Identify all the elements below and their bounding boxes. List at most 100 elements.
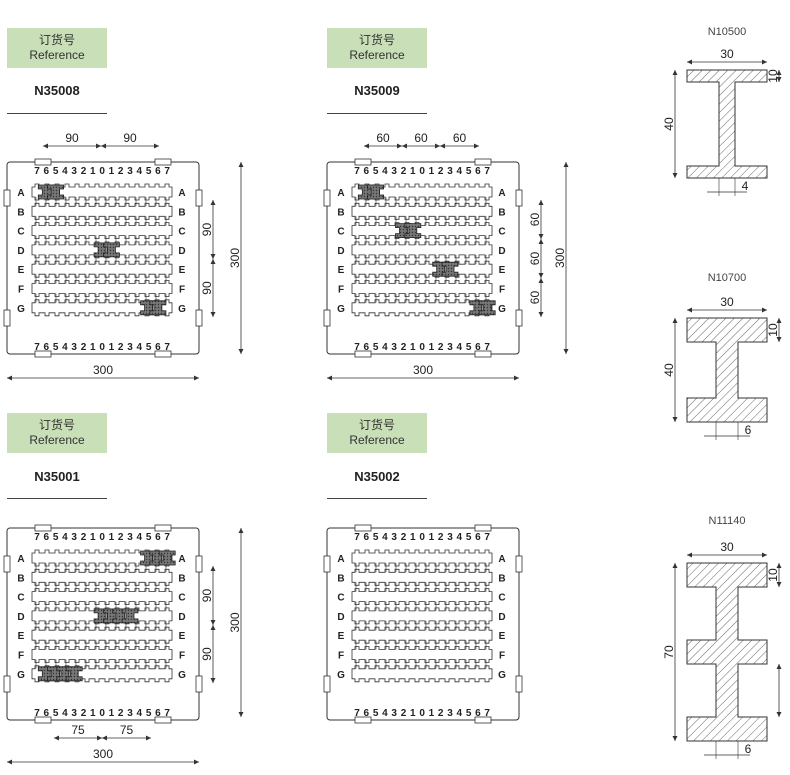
dimension-label: 4 (742, 179, 749, 193)
column-label: 4 (137, 342, 143, 353)
section-profile (686, 562, 768, 742)
row-label: D (498, 612, 505, 623)
arrow-head (687, 59, 692, 65)
column-label: 7 (164, 166, 170, 177)
column-label: 6 (44, 342, 50, 353)
column-label: 3 (127, 342, 133, 353)
column-label: 7 (484, 708, 490, 719)
column-label: 3 (391, 708, 397, 719)
row-label: E (338, 631, 345, 642)
column-label: 7 (34, 532, 40, 543)
dimension-label: 90 (200, 589, 214, 603)
column-label: 1 (429, 342, 435, 353)
arrow-head (97, 735, 102, 741)
column-label: 6 (364, 342, 370, 353)
arrow-head (776, 318, 782, 323)
arrow-head (687, 552, 692, 558)
arrow-head (54, 735, 59, 741)
clamp-tab (515, 309, 523, 327)
row-label: D (498, 246, 505, 257)
slot-channel (31, 626, 173, 644)
column-label: 4 (62, 166, 68, 177)
column-label: 4 (382, 166, 388, 177)
column-label: 7 (484, 342, 490, 353)
column-label: 4 (62, 708, 68, 719)
arrow-head (210, 254, 216, 259)
arrow-head (327, 375, 332, 381)
column-label: 3 (447, 532, 453, 543)
clamp-tab (474, 158, 492, 166)
column-label: 1 (90, 166, 96, 177)
row-label: C (337, 593, 344, 604)
column-label: 3 (71, 166, 77, 177)
dimension-label: 75 (71, 723, 85, 737)
clamp-tab (323, 675, 331, 693)
section-title-n11140: N11140 (708, 515, 746, 527)
arrow-head (210, 678, 216, 683)
part-number-p1: N35008 (34, 83, 80, 98)
arrow-head (364, 143, 369, 149)
row-label: G (498, 670, 506, 681)
punch-insert (47, 184, 64, 200)
column-label: 6 (364, 532, 370, 543)
dimension-label: 10 (766, 568, 780, 582)
arrow-head (538, 239, 544, 244)
slot-channel (351, 241, 493, 259)
dimension-label: 90 (65, 131, 79, 145)
clamp-tab (354, 350, 372, 358)
divider (7, 498, 107, 499)
column-label: 2 (401, 708, 407, 719)
arrow-head (762, 59, 767, 65)
punch-insert (149, 300, 167, 316)
clamp-tab (474, 524, 492, 532)
column-label: 0 (99, 708, 105, 719)
slot-channel (31, 280, 173, 297)
reference-label-en: Reference (349, 48, 405, 62)
section-title-n10500: N10500 (707, 26, 747, 38)
column-label: 5 (466, 342, 472, 353)
column-label: 4 (137, 166, 143, 177)
arrow-head (672, 318, 678, 323)
column-label: 0 (419, 532, 425, 543)
row-label: D (17, 246, 24, 257)
clamp-tab (195, 309, 203, 327)
divider (327, 498, 427, 499)
slot-channel (31, 607, 173, 625)
row-label: D (17, 612, 24, 623)
dimension-label: 90 (200, 223, 214, 237)
column-label: 4 (137, 532, 143, 543)
column-label: 1 (109, 166, 115, 177)
clamp-tab (515, 555, 523, 573)
column-label: 6 (155, 166, 161, 177)
dimension-label: 10 (766, 323, 780, 337)
arrow-head (210, 259, 216, 264)
column-label: 0 (419, 166, 425, 177)
arrow-head (762, 307, 767, 313)
column-label: 3 (71, 342, 77, 353)
arrow-head (538, 312, 544, 317)
row-label: B (498, 207, 505, 218)
punch-insert (367, 184, 384, 200)
arrow-head (210, 625, 216, 630)
arrow-head (435, 143, 440, 149)
clamp-tab (195, 675, 203, 693)
clamp-tab (515, 675, 523, 693)
column-label: 7 (34, 166, 40, 177)
row-label: A (178, 188, 185, 199)
column-label: 5 (146, 708, 152, 719)
row-label: B (17, 573, 24, 584)
dimension-label: 90 (200, 647, 214, 661)
column-label: 2 (438, 342, 444, 353)
arrow-head (538, 273, 544, 278)
arrow-head (538, 234, 544, 239)
reference-label-cn: 订货号 (358, 33, 395, 47)
column-label: 7 (354, 708, 360, 719)
clamp-tab (323, 309, 331, 327)
clamp-tab (3, 555, 11, 573)
arrow-head (563, 349, 569, 354)
clamp-tab (354, 524, 372, 532)
column-label: 2 (118, 342, 124, 353)
